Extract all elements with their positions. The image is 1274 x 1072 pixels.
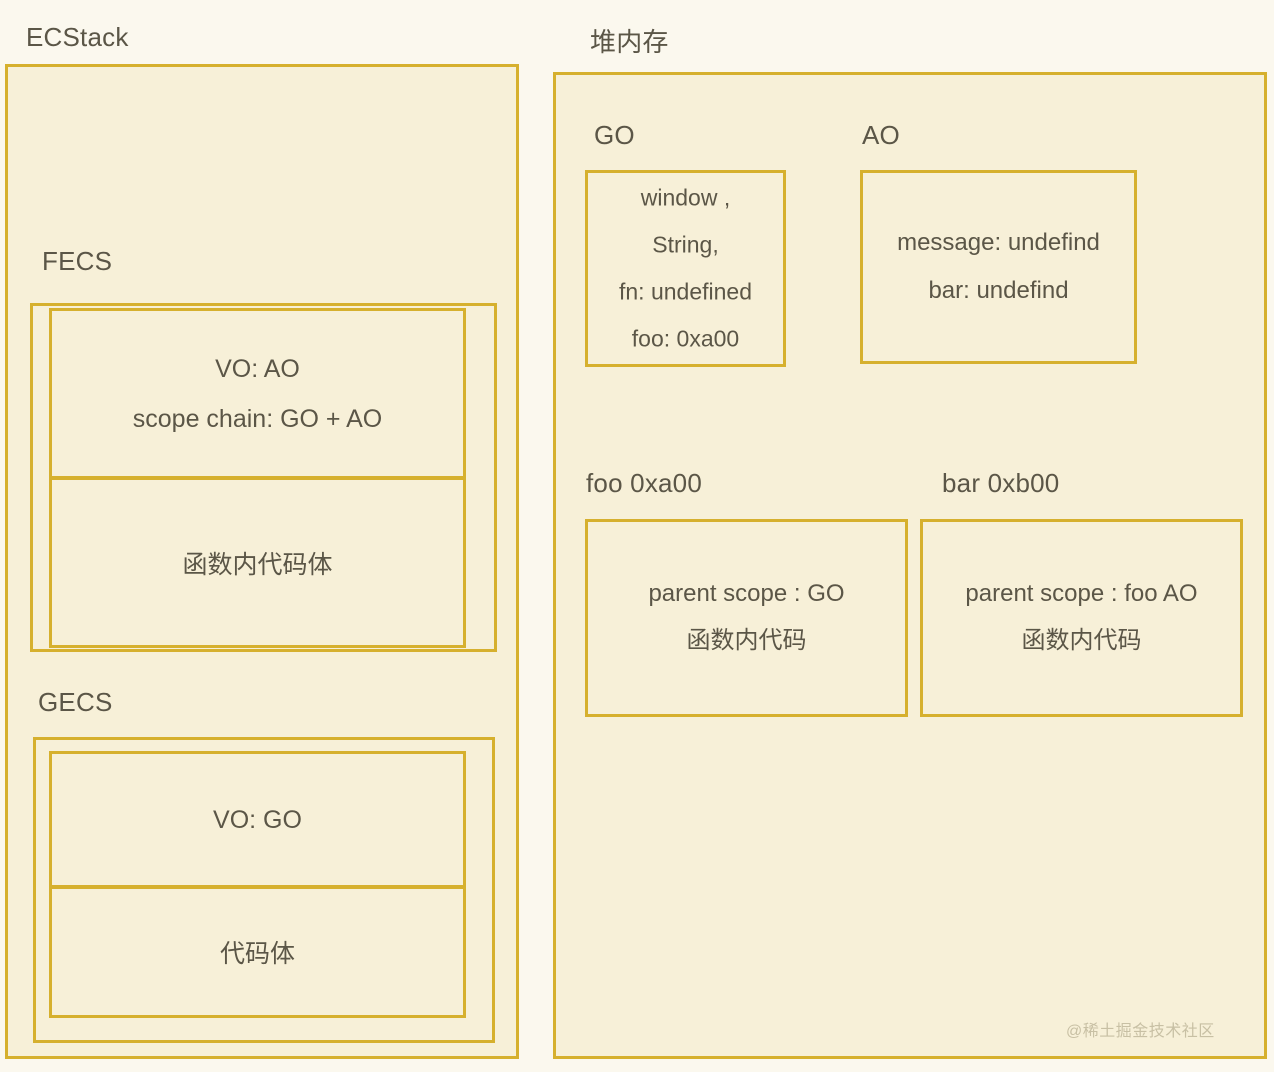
foo-function-box: parent scope : GO 函数内代码 xyxy=(585,519,908,717)
go-label: GO xyxy=(594,120,635,150)
bar-function-box: parent scope : foo AO 函数内代码 xyxy=(920,519,1243,717)
bar-code-line: 函数内代码 xyxy=(1021,627,1142,654)
gecs-vo-lines: VO: GO xyxy=(52,795,463,845)
bar-parent-scope-line: parent scope : foo AO xyxy=(965,580,1198,608)
bar-lines: parent scope : foo AO 函数内代码 xyxy=(923,571,1240,665)
go-object-box: window , String, fn: undefined foo: 0xa0… xyxy=(585,170,786,367)
go-lines: window , String, fn: undefined foo: 0xa0… xyxy=(588,174,783,363)
ao-lines: message: undefind bar: undefind xyxy=(863,219,1134,315)
bar-function-label: bar 0xb00 xyxy=(942,468,1060,498)
fecs-vo-line: VO: AO xyxy=(215,354,300,383)
watermark: @稀土掘金技术社区 xyxy=(1066,1023,1215,1040)
foo-lines: parent scope : GO 函数内代码 xyxy=(588,571,905,665)
ao-line-message: message: undefind xyxy=(897,229,1100,256)
gecs-vo-section: VO: GO xyxy=(52,754,463,889)
ao-object-box: message: undefind bar: undefind xyxy=(860,170,1137,364)
go-line-fn: fn: undefined xyxy=(618,278,752,305)
foo-code-line: 函数内代码 xyxy=(686,627,807,654)
fecs-vo-section: VO: AO scope chain: GO + AO xyxy=(52,311,463,480)
gecs-label: GECS xyxy=(38,687,113,717)
gecs-vo-line: VO: GO xyxy=(213,805,302,834)
gecs-context-frame: VO: GO 代码体 xyxy=(49,751,466,1018)
fecs-scope-chain-line: scope chain: GO + AO xyxy=(132,404,383,433)
gecs-code-lines: 代码体 xyxy=(52,929,463,979)
ao-line-bar: bar: undefind xyxy=(928,277,1069,304)
gecs-code-section: 代码体 xyxy=(52,893,463,1015)
go-line-string: String, xyxy=(652,231,719,258)
go-line-foo: foo: 0xa00 xyxy=(631,325,740,352)
heap-panel-label: 堆内存 xyxy=(590,27,669,57)
foo-function-label: foo 0xa00 xyxy=(586,468,703,498)
fecs-code-section: 函数内代码体 xyxy=(52,484,463,645)
fecs-label: FECS xyxy=(42,246,113,276)
fecs-code-lines: 函数内代码体 xyxy=(52,540,463,590)
foo-parent-scope-line: parent scope : GO xyxy=(648,580,845,608)
fecs-vo-lines: VO: AO scope chain: GO + AO xyxy=(52,344,463,444)
ao-label: AO xyxy=(862,120,900,150)
ecstack-panel-label: ECStack xyxy=(26,22,129,52)
fecs-code-line: 函数内代码体 xyxy=(182,550,333,579)
go-line-window: window , xyxy=(640,184,731,211)
gecs-code-line: 代码体 xyxy=(219,940,295,968)
fecs-context-frame: VO: AO scope chain: GO + AO 函数内代码体 xyxy=(49,308,466,648)
